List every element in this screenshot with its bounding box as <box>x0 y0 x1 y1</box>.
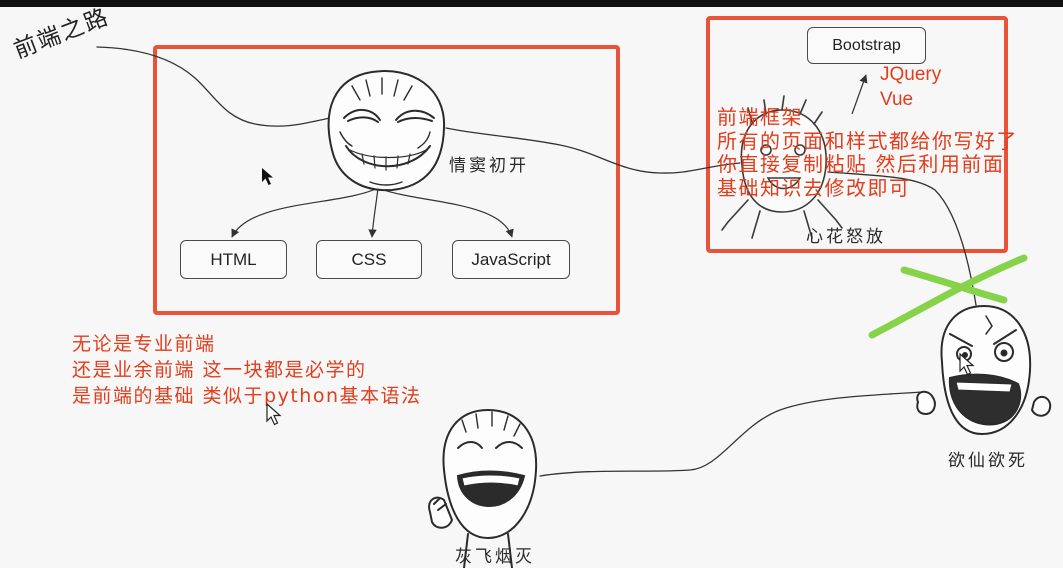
right-fist <box>1030 395 1052 417</box>
neck <box>463 533 513 568</box>
note-line: 你直接复制粘贴 然后利用前面 <box>717 152 1005 176</box>
note-line: 所有的页面和样式都给你写好了 <box>717 128 1018 153</box>
mouse-cursor-icon <box>959 352 975 376</box>
cross-mark-icon <box>868 254 1028 339</box>
journey-path-segment <box>445 127 741 174</box>
arrow-to-html <box>231 187 379 238</box>
face-outline <box>740 109 827 213</box>
cross-stroke <box>900 266 1008 304</box>
arrow-to-javascript <box>377 187 514 238</box>
stage4-face-label: 灰飞烟灭 <box>455 547 535 567</box>
rage-face-icon <box>916 304 1052 436</box>
forehead-lines <box>351 77 413 101</box>
left-fist <box>916 390 936 416</box>
css-topic-box: CSS <box>316 240 422 279</box>
bootstrap-box: Bootstrap <box>807 27 926 64</box>
note-line: 前端框架 <box>717 105 803 129</box>
note-line: 基础知识去修改即可 <box>717 175 911 200</box>
arrow-to-css <box>368 187 379 238</box>
framework-alternative: JQuery <box>880 64 942 85</box>
basics-frame <box>153 45 620 315</box>
topic-arrows <box>231 187 514 238</box>
note-line: 是前端的基础 类似于python基本语法 <box>72 385 422 407</box>
arms <box>721 199 843 231</box>
left-eye <box>457 441 483 449</box>
note-line: 还是业余前端 这一块都是必学的 <box>72 359 367 381</box>
angry-eyebrows <box>949 329 1017 347</box>
stage3-face-label: 欲仙欲死 <box>948 451 1028 471</box>
teeth <box>955 381 1013 393</box>
left-eye <box>760 144 772 156</box>
hair-lines <box>461 411 521 437</box>
raised-hand <box>428 496 454 529</box>
mouse-cursor-icon <box>266 402 282 426</box>
laughing-face-icon <box>428 408 538 568</box>
hair-spikes <box>747 95 823 125</box>
content-face-icon <box>327 70 446 192</box>
framework-frame <box>706 16 1008 253</box>
basics-note: 无论是专业前端 还是业余前端 这一块都是必学的 是前端的基础 类似于python… <box>72 331 422 409</box>
stage1-face-label: 情窦初开 <box>449 156 529 176</box>
teeth <box>349 149 427 171</box>
topic-label: HTML <box>210 249 257 269</box>
html-topic-box: HTML <box>180 240 287 279</box>
right-eye <box>994 342 1014 362</box>
right-eye <box>395 109 435 123</box>
mouse-cursor-icon <box>262 168 273 185</box>
right-eye <box>794 144 806 156</box>
chin <box>369 181 403 186</box>
framework-note: 前端框架 所有的页面和样式都给你写好了 你直接复制粘贴 然后利用前面 基础知识去… <box>717 105 1018 200</box>
blooming-face-icon <box>721 95 843 239</box>
right-pupil <box>1000 349 1008 357</box>
journey-path-segment <box>827 171 977 306</box>
journey-path-segment <box>96 46 331 127</box>
cheek-lines <box>339 131 431 149</box>
right-eye <box>495 441 523 449</box>
javascript-topic-box: JavaScript <box>452 240 570 279</box>
mouth <box>766 177 802 190</box>
framework-label: Bootstrap <box>832 36 901 54</box>
cross-stroke <box>868 254 1028 339</box>
framework-alternative: Vue <box>880 89 914 110</box>
topic-label: CSS <box>351 249 387 269</box>
top-black-bar <box>0 0 1063 7</box>
note-line: 无论是专业前端 <box>72 333 216 355</box>
arrow-to-bootstrap <box>851 74 868 115</box>
forehead-vein <box>985 315 993 335</box>
left-pupil <box>962 352 968 358</box>
topic-label: JavaScript <box>471 249 551 269</box>
body <box>751 210 813 239</box>
journey-path-segment <box>539 391 923 477</box>
stage2-face-label: 心花怒放 <box>806 227 886 247</box>
journey-path <box>96 46 977 477</box>
left-eye <box>343 109 381 123</box>
teeth <box>461 474 521 487</box>
